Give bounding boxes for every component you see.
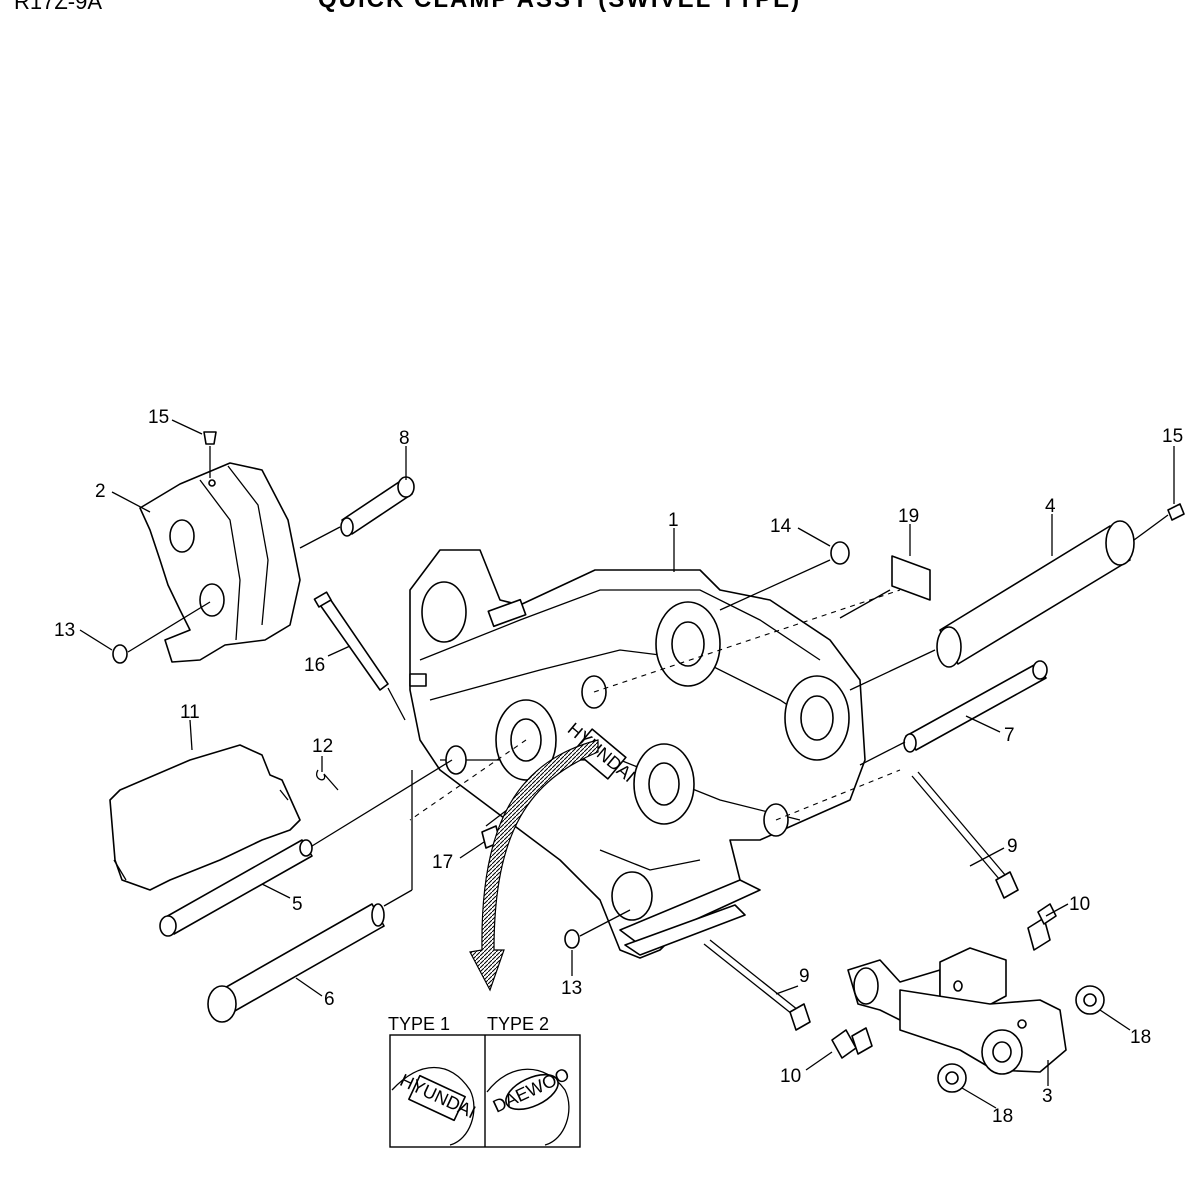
part-15-grease-nipple-left [203, 431, 217, 478]
part-4-pin [849, 514, 1169, 691]
part-13-snap-ring-left [112, 601, 211, 664]
callout-8: 8 [399, 428, 410, 449]
part-7-pin [859, 660, 1048, 766]
type2-label: TYPE 2 [487, 1014, 549, 1034]
callout-18-left: 18 [992, 1106, 1013, 1127]
callout-11: 11 [180, 702, 200, 723]
part-6-pin [207, 770, 413, 1023]
model-code: R17Z-9A [14, 0, 103, 14]
callout-17: 17 [432, 852, 453, 873]
callout-9-lower: 9 [799, 966, 810, 987]
part-13-snap-ring-lower [564, 909, 631, 949]
callout-7: 7 [1004, 725, 1015, 746]
callout-18-right: 18 [1130, 1027, 1151, 1048]
part-10-elbow-lower [831, 1027, 873, 1059]
part-18-washer-left [937, 1063, 967, 1093]
part-19-decal [839, 555, 931, 619]
detail-arrow [469, 739, 599, 992]
callout-14: 14 [770, 516, 792, 537]
part-14-snap-ring [719, 541, 850, 611]
callout-10-lower: 10 [780, 1066, 801, 1087]
leader-lines [79, 419, 1175, 1109]
type1-label: TYPE 1 [388, 1014, 450, 1034]
callout-1: 1 [668, 510, 679, 531]
part-8-pin [299, 476, 415, 549]
part-1-main-frame [409, 549, 866, 959]
callout-13-left: 13 [54, 620, 75, 641]
part-3-swivel [847, 947, 1067, 1075]
part-2-hook-bracket [139, 462, 301, 663]
part-16-bolt [313, 591, 406, 721]
badge-type-inset: HYUNDAI DAEWOO [389, 1034, 581, 1148]
callout-16: 16 [304, 655, 325, 676]
callout-15-left: 15 [148, 407, 169, 428]
callout-4: 4 [1045, 496, 1056, 517]
part-18-washer-right [1075, 985, 1105, 1015]
callout-12: 12 [312, 736, 333, 757]
callout-19: 19 [898, 506, 919, 527]
part-12-clip [316, 769, 339, 791]
callout-9-upper: 9 [1007, 836, 1018, 857]
callout-2: 2 [95, 481, 106, 502]
diagram-title: QUICK CLAMP ASSY (SWIVEL TYPE) [318, 0, 801, 12]
callout-10-upper: 10 [1069, 894, 1090, 915]
callout-6: 6 [324, 989, 335, 1010]
part-10-elbow-upper [1027, 903, 1057, 951]
part-9-hose-upper [911, 771, 1019, 899]
callout-13-lower: 13 [561, 978, 582, 999]
part-11-cover [109, 744, 301, 891]
callout-3: 3 [1042, 1086, 1053, 1107]
callout-5: 5 [292, 894, 303, 915]
part-9-hose-lower [703, 939, 811, 1031]
part-5-pin [159, 759, 453, 937]
part-15-grease-nipple-right [1167, 503, 1185, 521]
callout-15-right: 15 [1162, 426, 1183, 447]
